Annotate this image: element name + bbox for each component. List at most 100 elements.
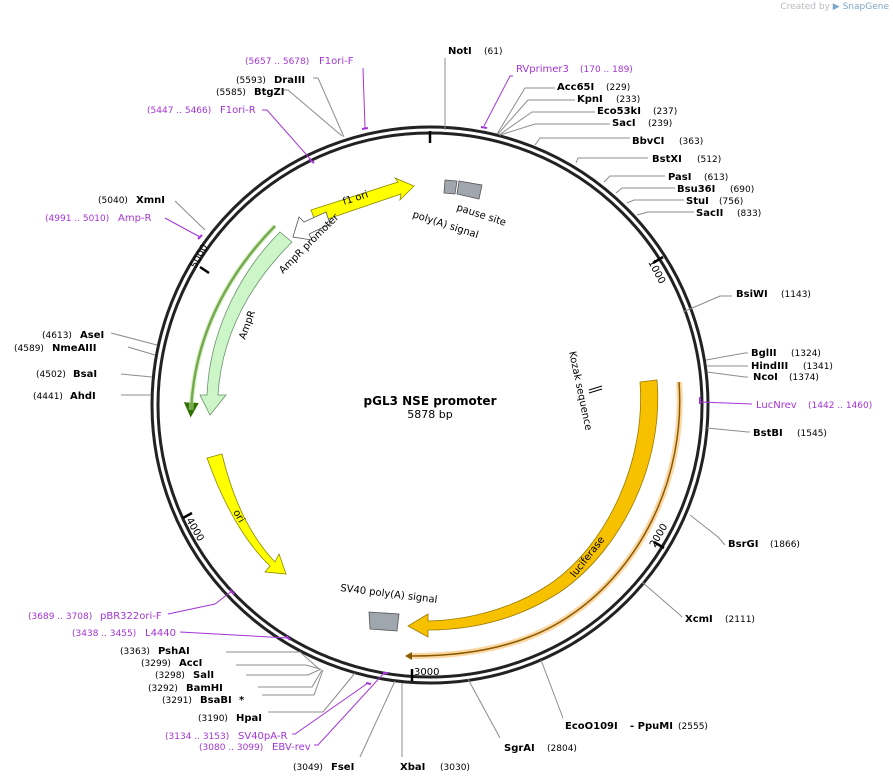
site-name: XcmI xyxy=(685,614,713,625)
site-btgzi[interactable]: (5585)BtgZI xyxy=(216,87,285,98)
site-name: FseI xyxy=(331,762,354,773)
site-saci[interactable]: SacI(239) xyxy=(612,118,672,129)
site-bsu36i[interactable]: Bsu36I(690) xyxy=(677,184,754,195)
site-pos: (2804) xyxy=(547,744,577,754)
site-pasi[interactable]: PasI(613) xyxy=(668,172,728,183)
site-xmni[interactable]: (5040)XmnI xyxy=(98,195,165,206)
site-name: AseI xyxy=(80,330,104,341)
site-ahdi[interactable]: (4441)AhdI xyxy=(33,391,96,402)
site-pos: (5593) xyxy=(236,76,266,86)
tick-label-5000: 5000 xyxy=(189,243,211,271)
site-name: Eco53kI xyxy=(597,106,641,117)
site-bsiwi[interactable]: BsiWI(1143) xyxy=(736,289,811,300)
site-name: NmeAIII xyxy=(52,343,96,354)
primer-range: (3080 .. 3099) xyxy=(199,743,263,753)
site-pos: (3363) xyxy=(120,647,150,657)
primer-ebv-rev[interactable]: (3080 .. 3099) EBV-rev xyxy=(199,742,311,753)
site-bstxi[interactable]: BstXI(512) xyxy=(652,154,721,165)
site-pos: (3030) xyxy=(440,763,470,773)
primer-name: F1ori-F xyxy=(319,56,354,67)
primer-amp-r[interactable]: (4991 .. 5010)Amp-R xyxy=(45,213,152,224)
site-ncoi[interactable]: NcoI(1374) xyxy=(753,372,819,383)
site-bsai[interactable]: (4502)BsaI xyxy=(36,369,97,380)
site-pos: (1866) xyxy=(770,540,800,550)
site-fsei[interactable]: (3049) FseI xyxy=(293,762,354,773)
feature-label-kozak: Kozak sequence xyxy=(566,350,594,431)
primer-rvprimer3[interactable]: RVprimer3(170 .. 189) xyxy=(516,64,633,75)
site-xcmi[interactable]: XcmI(2111) xyxy=(685,614,755,625)
site-extra: - PpuMI xyxy=(630,721,673,732)
tick-1000 xyxy=(652,255,664,265)
site-sali[interactable]: (3298)SalI xyxy=(155,670,214,681)
feature-ori[interactable]: ori xyxy=(206,453,287,575)
ampr-cds-glow xyxy=(188,224,277,411)
site-ecoo109i[interactable]: EcoO109I- PpuMI(2555) xyxy=(565,721,708,732)
primer-f1ori-f[interactable]: (5657 .. 5678)F1ori-F xyxy=(245,56,354,67)
site-name: XmnI xyxy=(136,195,165,206)
site-bsrgi[interactable]: BsrGI(1866) xyxy=(728,539,800,550)
site-bbvci[interactable]: BbvCI(363) xyxy=(632,136,703,147)
site-kpni[interactable]: KpnI(233) xyxy=(577,94,640,105)
site-bsabi[interactable]: (3291)BsaBI* xyxy=(162,695,245,706)
site-pos: (613) xyxy=(704,173,728,183)
site-pos: (756) xyxy=(719,197,743,207)
tick-marks xyxy=(182,255,665,681)
site-bamhi[interactable]: (3292)BamHI xyxy=(148,683,223,694)
plasmid-name: pGL3 NSE promoter xyxy=(364,394,497,408)
site-name: BsiWI xyxy=(736,289,768,300)
feature-label-luciferase: luciferase xyxy=(569,535,608,580)
primer-name: EBV-rev xyxy=(272,742,311,753)
site-xbai[interactable]: XbaI(3030) xyxy=(400,762,470,773)
site-bglii[interactable]: BglII(1324) xyxy=(751,348,821,359)
site-name: KpnI xyxy=(577,94,603,105)
site-bstbi[interactable]: BstBI (1545) xyxy=(753,428,827,439)
site-name: AccI xyxy=(179,658,202,669)
site-hpai[interactable]: (3190)HpaI xyxy=(198,713,262,724)
tick-2000 xyxy=(653,540,665,550)
site-sacii[interactable]: SacII(833) xyxy=(696,208,761,219)
site-acci[interactable]: (3299)AccI xyxy=(141,658,202,669)
feature-kozak[interactable]: Kozak sequence xyxy=(566,350,603,432)
primer-lucnrev[interactable]: LucNrev (1442 .. 1460) xyxy=(756,400,872,411)
primer-f1ori-r[interactable]: (5447 .. 5466) F1ori-R xyxy=(147,105,256,116)
site-hindiii[interactable]: HindIII(1341) xyxy=(751,361,833,372)
primer-labels: RVprimer3(170 .. 189) LucNrev (1442 .. 14… xyxy=(28,56,872,753)
primer-l4440[interactable]: (3438 .. 3455) L4440 xyxy=(72,628,176,639)
site-pos: (690) xyxy=(730,185,754,195)
primer-name: SV40pA-R xyxy=(238,731,287,742)
primer-sv40pa-r[interactable]: (3134 .. 3153)SV40pA-R xyxy=(165,731,287,742)
site-acc65i[interactable]: Acc65I(229) xyxy=(557,82,630,93)
site-pos: (5585) xyxy=(216,88,246,98)
primer-mark-sv40pa-r xyxy=(365,682,372,685)
site-pos: (239) xyxy=(648,119,672,129)
site-pos: (1324) xyxy=(791,349,821,359)
primer-pbr322ori-f[interactable]: (3689 .. 3708)pBR322ori-F xyxy=(28,611,162,622)
site-asei[interactable]: (4613)AseI xyxy=(42,330,104,341)
site-eco53ki[interactable]: Eco53kI (237) xyxy=(597,106,677,117)
feature-pause-site[interactable]: pause site xyxy=(455,180,507,229)
primer-leader-lines xyxy=(164,67,753,746)
site-sgrai[interactable]: SgrAI(2804) xyxy=(504,743,577,754)
site-pos: (1545) xyxy=(797,429,827,439)
site-nmeaiii[interactable]: (4589)NmeAIII xyxy=(14,343,96,354)
site-pos: (3049) xyxy=(293,763,323,773)
plasmid-size: 5878 bp xyxy=(407,408,452,421)
primer-name: LucNrev xyxy=(756,400,797,411)
primer-range: (5447 .. 5466) xyxy=(147,106,211,116)
primer-range: (1442 .. 1460) xyxy=(808,401,872,411)
site-draiii[interactable]: (5593)DraIII xyxy=(236,75,305,86)
credit-prefix: Created by xyxy=(780,2,830,12)
site-name: StuI xyxy=(686,196,709,207)
primer-mark-pbr322ori-f xyxy=(229,589,235,595)
site-name: BstBI xyxy=(753,428,783,439)
site-noti[interactable]: NotI(61) xyxy=(448,46,502,57)
site-pos: (237) xyxy=(653,107,677,117)
primer-name: F1ori-R xyxy=(220,105,256,116)
primer-range: (3438 .. 3455) xyxy=(72,629,136,639)
site-stui[interactable]: StuI (756) xyxy=(686,196,743,207)
primer-name: L4440 xyxy=(145,628,176,639)
site-pshai[interactable]: (3363)PshAI xyxy=(120,646,190,657)
site-pos: (61) xyxy=(484,47,502,57)
site-name: SacII xyxy=(696,208,723,219)
